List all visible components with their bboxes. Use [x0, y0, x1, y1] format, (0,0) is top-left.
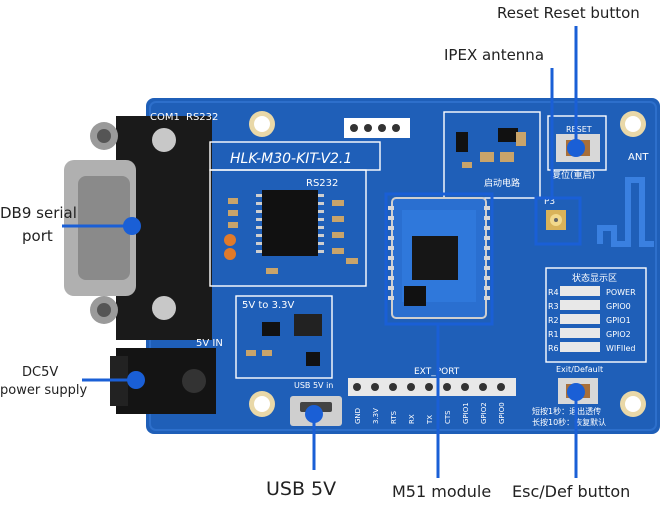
board-com1-label: COM1: [150, 112, 180, 123]
pin-gpio2: GPIO2: [480, 402, 488, 424]
status-leds: [560, 286, 600, 352]
rs232-chip: [262, 190, 318, 256]
pin-rx: RX: [408, 414, 416, 424]
micro-usb-port: [290, 396, 342, 426]
p3-label: P3: [544, 197, 555, 207]
ipex-highlight-box: [534, 196, 582, 246]
reset-silk-label: RESET: [566, 125, 592, 134]
m51-module: [388, 197, 490, 319]
pcb-antenna: [597, 177, 654, 247]
escdef-callout: Esc/Def button: [512, 482, 631, 501]
status-ref-1: R3: [548, 302, 559, 311]
pin-rts: RTS: [390, 410, 398, 424]
exit-default-button-part: [558, 378, 598, 404]
db9-callout-line1: DB9 serial: [0, 204, 77, 222]
ant-label: ANT: [628, 152, 649, 163]
exit-default-label: Exit/Default: [556, 365, 603, 374]
pin-gpio1: GPIO1: [462, 402, 470, 424]
pin-3v3: 3.3V: [372, 408, 380, 424]
mounting-holes: [249, 111, 646, 417]
callout-leaders: [62, 26, 585, 478]
dc5v-callout-line2: power supply: [0, 383, 88, 398]
status-gpio1: GPIO1: [606, 316, 631, 325]
pin-gnd: GND: [354, 408, 362, 424]
board-rs232-label: RS232: [186, 112, 218, 123]
status-gpio0: GPIO0: [606, 302, 631, 311]
rs232-chip-label: RS232: [306, 178, 338, 189]
usb-in-label: USB 5V in: [294, 381, 333, 390]
status-ref-3: R1: [548, 330, 559, 339]
exit-cn-line2: 长按10秒：恢复默认: [532, 417, 606, 427]
status-power: POWER: [606, 288, 636, 297]
db9-connector: [64, 116, 212, 340]
power-in-label: 5V IN: [196, 338, 223, 349]
dc5v-callout-line1: DC5V: [22, 365, 59, 380]
status-wifiled: WIFIled: [606, 344, 635, 353]
m51-callout: M51 module: [392, 482, 492, 501]
pin-tx: TX: [426, 415, 434, 425]
regulator-label: 5V to 3.3V: [242, 300, 295, 311]
status-ref-2: R2: [548, 316, 559, 325]
reset-cn-label: 复位(重启): [552, 169, 595, 181]
db9-callout-line2: port: [22, 227, 53, 245]
exit-cn-line1: 短按1秒：退出透传: [532, 406, 601, 416]
status-title: 状态显示区: [572, 272, 617, 284]
pin-cts: CTS: [444, 410, 452, 424]
status-gpio2: GPIO2: [606, 330, 631, 339]
reset-button-part: [556, 134, 600, 162]
ipex-callout: IPEX antenna: [444, 46, 545, 64]
pin-gpio0: GPIO0: [498, 402, 506, 424]
status-ref-0: R4: [548, 288, 559, 297]
status-ref-4: R6: [548, 344, 559, 353]
reset-callout: Reset Reset button: [497, 4, 640, 22]
boot-circuit-label: 启动电路: [484, 177, 520, 189]
usb-callout: USB 5V: [266, 478, 337, 500]
board-title: HLK-M30-KIT-V2.1: [230, 151, 352, 167]
